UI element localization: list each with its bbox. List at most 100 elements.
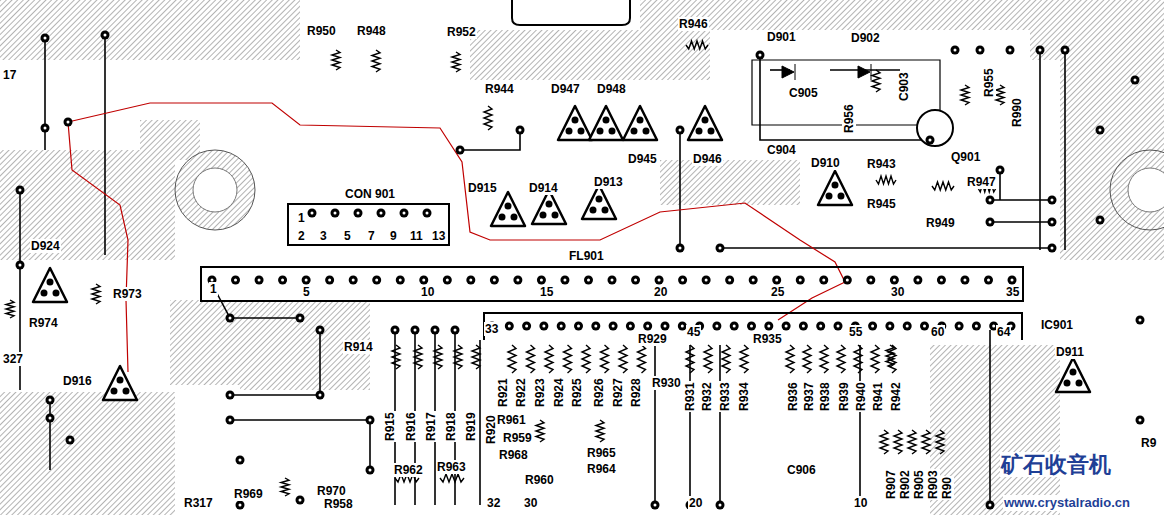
pin-number: 25 — [770, 285, 785, 299]
part-reference: D924 — [30, 239, 61, 253]
part-reference: R915 — [383, 411, 397, 442]
part-reference: R923 — [533, 377, 547, 408]
part-reference: R956 — [842, 103, 856, 134]
part-reference: R918 — [444, 411, 458, 442]
part-reference: CON 901 — [344, 187, 396, 201]
connector-outline: CON 9011235791113 — [287, 203, 450, 246]
diode-symbol — [782, 64, 871, 80]
part-reference: R963 — [436, 460, 467, 474]
pin-number: 64 — [996, 325, 1011, 339]
pin-number: 2 — [297, 229, 306, 243]
part-reference: R937 — [802, 381, 816, 412]
part-reference: R9 — [1140, 436, 1157, 450]
part-reference: R990 — [1010, 97, 1024, 128]
part-reference: R907 — [884, 469, 898, 500]
part-reference: R955 — [982, 67, 996, 98]
part-reference: D948 — [596, 82, 627, 96]
part-reference: R952 — [446, 25, 477, 39]
part-reference: R927 — [611, 377, 625, 408]
highlighted-trace — [68, 103, 845, 372]
part-reference: C906 — [786, 463, 817, 477]
part-reference: R969 — [233, 487, 264, 501]
pin-number: 30 — [890, 285, 905, 299]
pin-number: 5 — [302, 285, 311, 299]
pin-number: 45 — [686, 325, 701, 339]
part-reference: D914 — [528, 181, 559, 195]
pin-number: 1 — [209, 282, 218, 296]
pin-number: 13 — [431, 229, 446, 243]
pin-number: 15 — [539, 285, 554, 299]
part-reference: R926 — [592, 377, 606, 408]
part-reference: R945 — [866, 197, 897, 211]
part-reference: FL901 — [568, 249, 605, 263]
part-reference: R903 — [926, 469, 940, 500]
part-reference: R965 — [586, 446, 617, 460]
part-reference: R961 — [496, 413, 527, 427]
part-reference: D913 — [593, 175, 624, 189]
part-reference: R950 — [306, 24, 337, 38]
part-reference: R942 — [889, 381, 903, 412]
part-reference: D916 — [62, 374, 93, 388]
solder-pad — [16, 31, 1145, 510]
display-outline: FL90115101520253035 — [200, 266, 1024, 302]
trace — [20, 35, 1065, 505]
part-reference: D910 — [810, 156, 841, 170]
pin-number: 10 — [853, 496, 868, 510]
part-reference: R902 — [898, 469, 912, 500]
part-reference: R905 — [912, 469, 926, 500]
part-reference: R924 — [552, 377, 566, 408]
part-reference: C903 — [897, 71, 911, 102]
pin-number: 9 — [389, 229, 398, 243]
part-reference: R941 — [871, 381, 885, 412]
part-reference: 327 — [2, 352, 24, 366]
part-reference: R936 — [786, 381, 800, 412]
part-reference: IC901 — [1040, 318, 1074, 332]
part-reference: R959 — [502, 431, 533, 445]
outline — [484, 0, 1022, 340]
part-reference: R921 — [496, 377, 510, 408]
pin-number: 60 — [930, 325, 945, 339]
part-reference: D902 — [850, 31, 881, 45]
pin-number: 55 — [848, 325, 863, 339]
part-reference: C905 — [788, 86, 819, 100]
pin-number: 20 — [688, 496, 703, 510]
pin-number: 32 — [486, 496, 501, 510]
part-reference: D901 — [766, 30, 797, 44]
part-reference: R964 — [586, 462, 617, 476]
part-reference: R947 — [966, 175, 997, 189]
part-reference: R922 — [514, 377, 528, 408]
part-reference: R919 — [464, 411, 478, 442]
pin-number: 3 — [319, 229, 328, 243]
part-reference: R930 — [651, 376, 682, 390]
pin-number: 10 — [420, 285, 435, 299]
part-reference: R960 — [524, 473, 555, 487]
pin-number: 33 — [484, 322, 499, 336]
watermark: www.crystalradio.cn — [1003, 495, 1131, 511]
part-reference: D945 — [627, 152, 658, 166]
part-reference: R939 — [837, 381, 851, 412]
part-reference: C904 — [766, 143, 797, 157]
part-reference: R917 — [424, 411, 438, 442]
pin-number: 1 — [297, 211, 306, 225]
diode-symbol — [33, 106, 1090, 400]
part-reference: D911 — [1055, 345, 1085, 359]
part-reference: 17 — [2, 68, 17, 82]
part-reference: R932 — [700, 381, 714, 412]
part-reference: R925 — [570, 377, 584, 408]
part-reference: D947 — [550, 82, 581, 96]
part-reference: R90 — [940, 476, 954, 500]
part-reference: D915 — [467, 181, 498, 195]
part-reference: R974 — [28, 316, 59, 330]
part-reference: R949 — [925, 216, 956, 230]
pin-number: 20 — [653, 285, 668, 299]
part-reference: R940 — [854, 381, 868, 412]
part-reference: R973 — [112, 287, 143, 301]
watermark: 矿石收音机 — [1000, 452, 1112, 477]
part-reference: R935 — [752, 332, 783, 346]
part-reference: R928 — [629, 377, 643, 408]
part-reference: R317 — [183, 496, 214, 510]
part-reference: R943 — [866, 157, 897, 171]
part-reference: R962 — [393, 463, 424, 477]
pin-number: 7 — [367, 229, 376, 243]
